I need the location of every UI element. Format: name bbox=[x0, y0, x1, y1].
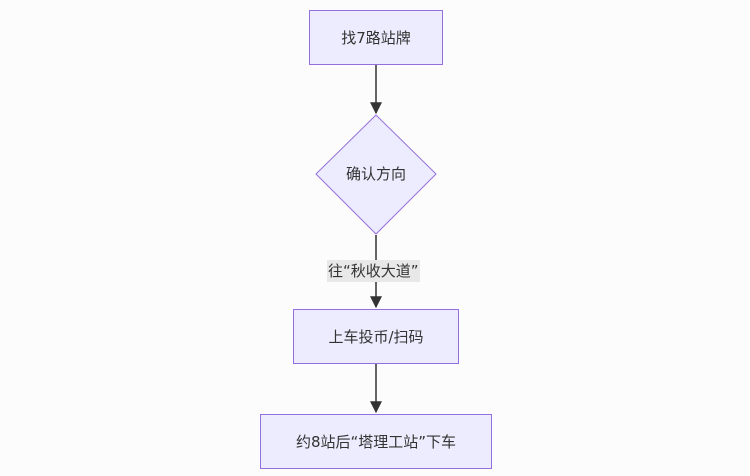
node-find-stop: 找7路站牌 bbox=[309, 10, 443, 65]
node-get-off: 约8站后“塔理工站”下车 bbox=[260, 414, 492, 469]
node-board-pay-label: 上车投币/扫码 bbox=[328, 328, 424, 346]
node-get-off-label: 约8站后“塔理工站”下车 bbox=[295, 433, 457, 451]
node-find-stop-label: 找7路站牌 bbox=[341, 29, 411, 47]
node-board-pay: 上车投币/扫码 bbox=[293, 309, 459, 364]
decision-diamond-shape bbox=[315, 114, 437, 235]
edge-label-direction: 往“秋收大道” bbox=[327, 260, 420, 282]
node-confirm-direction: 确认方向 bbox=[315, 114, 437, 235]
node-confirm-direction-label: 确认方向 bbox=[346, 165, 406, 183]
